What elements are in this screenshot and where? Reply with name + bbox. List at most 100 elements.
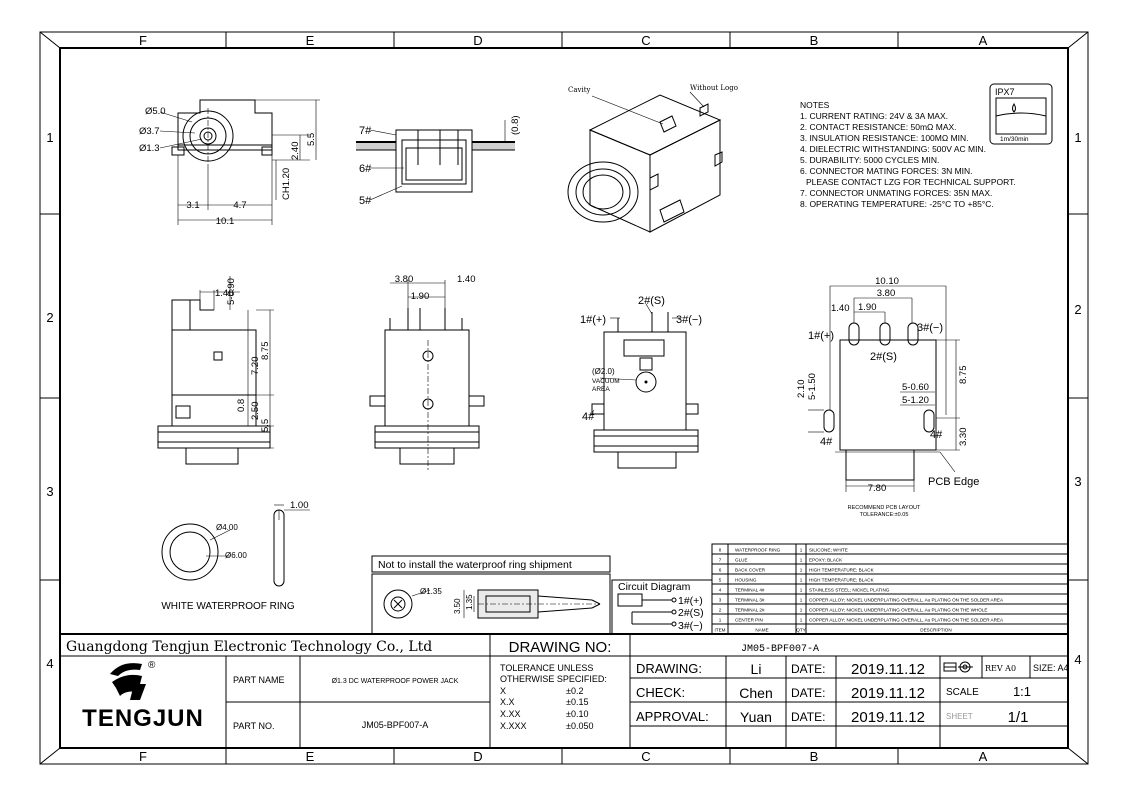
front-dim-w1: 3.1: [186, 200, 199, 211]
back-dim-3: 1.90: [411, 291, 430, 302]
bom-item-3: 3: [719, 598, 722, 603]
col-label-c-bottom: C: [641, 749, 650, 764]
row-label-4-right: 4: [1074, 652, 1081, 667]
bom-item-5: 5: [719, 578, 722, 583]
size-label: SIZE: A4: [1033, 663, 1069, 673]
date-2: 2019.11.12: [851, 685, 925, 702]
section-part-5: 5#: [359, 195, 372, 207]
bom-item-7: 7: [719, 558, 722, 563]
bom-item-1: 1: [719, 618, 722, 623]
sheet-value: 1/1: [1008, 709, 1029, 726]
side-dim-7: 5.5: [260, 419, 271, 432]
pcb-dim-w2: 3.80: [877, 288, 896, 299]
side-dim-4: 8.75: [260, 342, 271, 361]
isometric-view: [567, 91, 723, 233]
note-6b: PLEASE CONTACT LZG FOR TECHNICAL SUPPORT…: [806, 177, 1016, 187]
iso-without-logo: Without Logo: [690, 84, 738, 92]
front-view: [159, 99, 320, 225]
pcb-dim-h3: 5-0.60: [902, 382, 929, 393]
pcb-tolerance: TOLERANCE:±0.05: [860, 512, 909, 518]
bom-qty-1: 1: [800, 618, 803, 623]
pcb-dim-h1: 2.10: [796, 380, 807, 399]
bom-desc-2: COPPER ALLOY; NICKEL UNDERPLATING OVERAL…: [809, 608, 987, 613]
tol-xxxx: X.XXX: [500, 721, 527, 731]
pcb-pin-4b: 4#: [930, 429, 943, 441]
pcb-dim-w4: 1.90: [858, 302, 877, 313]
front-dim-d1: Ø5.0: [145, 106, 166, 117]
vacuum-dia: (Ø2.0): [592, 367, 615, 376]
tol-x-val: ±0.2: [566, 686, 583, 696]
bom-name-3: TERMINAL 3#: [735, 598, 765, 603]
drawing-by-label: DRAWING:: [636, 661, 702, 676]
bom-desc-3: COPPER ALLOY; NICKEL UNDERPLATING OVERAL…: [809, 598, 1004, 603]
drawing-no-label: DRAWING NO:: [509, 639, 612, 656]
col-label-b-bottom: B: [810, 749, 819, 764]
date-label-3: DATE:: [791, 710, 825, 724]
row-label-3-right: 3: [1074, 474, 1081, 489]
sheet-label: SHEET: [946, 712, 973, 721]
vacuum-label-1: VACUUM: [592, 378, 620, 385]
tolerance-line-2: OTHERWISE SPECIFIED:: [500, 674, 607, 684]
scale-value: 1:1: [1013, 684, 1031, 699]
bottom-pin-2: 2#(S): [638, 295, 665, 307]
side-dim-2: 5-0.90: [226, 278, 237, 305]
side-dim-1: 1.40: [215, 288, 234, 299]
part-no: JM05-BPF007-A: [362, 720, 429, 730]
front-dim-w3: 10.1: [216, 216, 235, 227]
circuit-title: Circuit Diagram: [618, 581, 691, 593]
bom-qty-5: 1: [800, 578, 803, 583]
front-dim-d3: Ø1.3: [139, 143, 160, 154]
ring-caption: WHITE WATERPROOF RING: [161, 601, 295, 612]
back-dim-1: 3.80: [395, 274, 414, 285]
bom-name-1: CENTER PIN: [735, 618, 763, 623]
ring-thick: 1.00: [290, 500, 309, 511]
tol-xxxx-val: ±0.050: [566, 721, 593, 731]
row-label-1-right: 1: [1074, 130, 1081, 145]
row-label-2-right: 2: [1074, 302, 1081, 317]
bom-header-name: NAME: [755, 628, 768, 633]
pcb-dim-w5: 7.80: [868, 483, 887, 494]
pcb-pin-3: 3#(−): [917, 322, 943, 334]
tolerance-line-1: TOLERANCE UNLESS: [500, 663, 593, 673]
vacuum-label-2: AREA: [592, 386, 610, 393]
approval-label: APPROVAL:: [636, 709, 709, 724]
shipment-d: Ø1.35: [420, 587, 442, 596]
bom-item-6: 6: [719, 568, 722, 573]
bom-item-2: 2: [719, 608, 722, 613]
waterproof-ring: [161, 504, 310, 587]
scale-label: SCALE: [946, 687, 979, 698]
bom-qty-8: 1: [800, 548, 803, 553]
bom-header-desc: DESCRIPTION: [920, 628, 951, 633]
bom-name-8: WATERPROOF RING: [735, 548, 781, 553]
bottom-pin-1: 1#(+): [580, 314, 606, 326]
back-view: [369, 280, 485, 470]
brand-logo-text: TENGJUN: [82, 705, 204, 732]
section-view: [356, 120, 515, 201]
bom-item-4: 4: [719, 588, 722, 593]
col-label-f: F: [139, 33, 147, 48]
front-dim-w2: 4.7: [233, 200, 246, 211]
ipx-title: IPX7: [995, 87, 1015, 97]
notes: NOTES 1. CURRENT RATING: 24V & 3A MAX. 2…: [800, 100, 1016, 209]
ring-d-outer: Ø4.00: [216, 523, 238, 532]
tol-xx: X.X: [500, 697, 515, 707]
pcb-dim-h6: 3.30: [958, 428, 969, 447]
row-label-2: 2: [46, 310, 53, 325]
date-label-1: DATE:: [791, 662, 825, 676]
part-name: Ø1.3 DC WATERPROOF POWER JACK: [332, 678, 459, 685]
col-label-c: C: [641, 33, 650, 48]
col-label-f-bottom: F: [139, 749, 147, 764]
shipment-note: Not to install the waterproof ring shipm…: [378, 559, 572, 571]
col-label-a-bottom: A: [979, 749, 988, 764]
bottom-view: [589, 303, 699, 469]
ipx-badge: [989, 83, 1053, 145]
pcb-dim-h5: 8.75: [958, 366, 969, 385]
pcb-dim-h2: 5-1.50: [807, 373, 818, 400]
pcb-pin-2: 2#(S): [870, 351, 897, 363]
ipx-caption: 1m/30min: [1000, 136, 1029, 143]
bom-qty-3: 1: [800, 598, 803, 603]
company-name: Guangdong Tengjun Electronic Technology …: [66, 639, 432, 655]
iso-cavity: Cavity: [568, 86, 591, 94]
bottom-pin-3: 3#(−): [676, 314, 702, 326]
